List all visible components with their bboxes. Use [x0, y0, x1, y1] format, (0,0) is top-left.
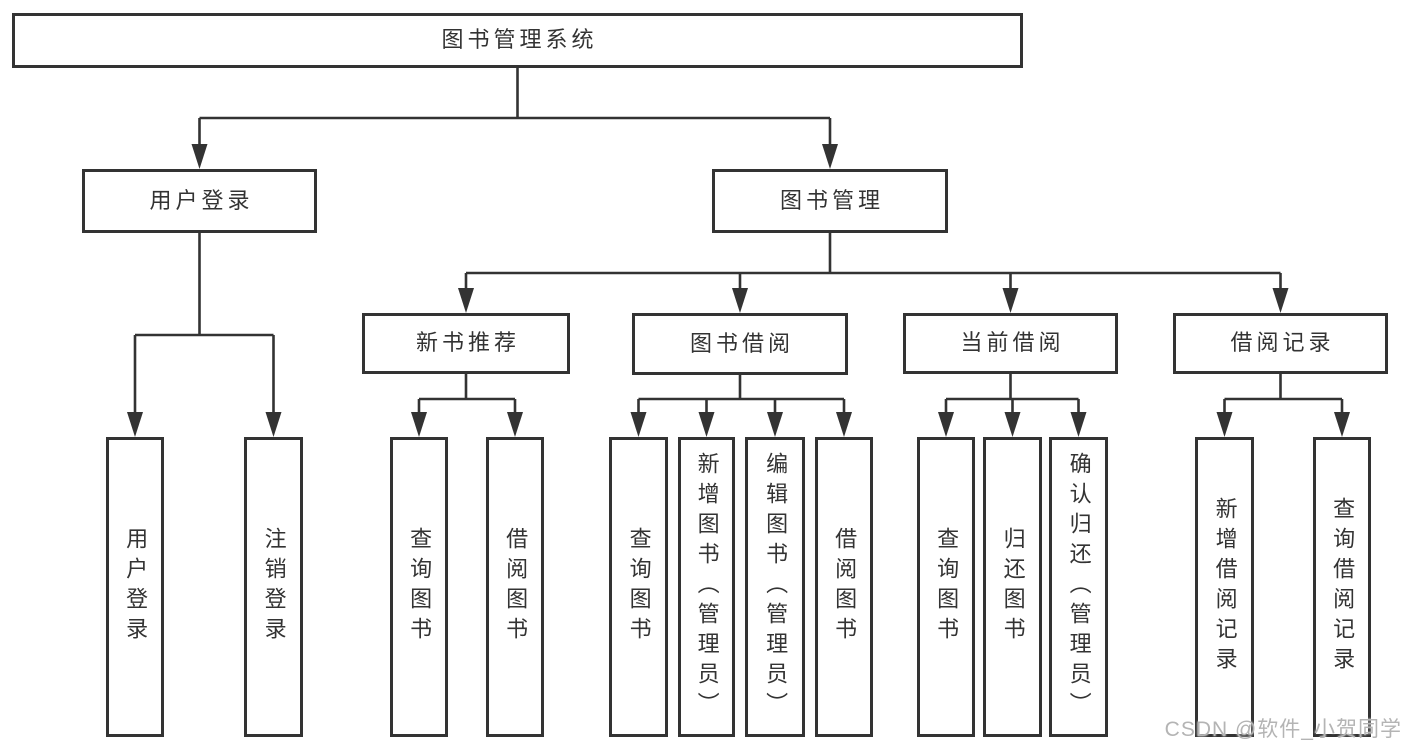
arrowhead-icon [265, 412, 282, 437]
node-label: 图书管理系统 [441, 27, 598, 53]
node-leaf-query-record: 查询借阅记录 [1313, 437, 1371, 737]
node-label: 确认归还（管理员） [1066, 452, 1092, 722]
arrowhead-icon [767, 412, 783, 437]
tree-connector-path [133, 68, 1344, 415]
node-leaf-logout: 注销登录 [244, 437, 303, 737]
node-label: 查询图书 [626, 527, 652, 647]
node-leaf-query-book-2: 查询图书 [609, 437, 668, 737]
node-book-mgmt: 图书管理 [712, 169, 948, 233]
watermark: CSDN @软件_小贺同学 [1164, 718, 1402, 741]
arrowhead-icon [1216, 412, 1233, 437]
node-label: 新书推荐 [415, 330, 520, 356]
node-leaf-query-book-1: 查询图书 [390, 437, 448, 737]
arrowhead-icon [411, 412, 427, 437]
arrowhead-icon [1070, 412, 1087, 437]
arrowhead-icon [1334, 412, 1350, 437]
node-leaf-return-book: 归还图书 [983, 437, 1042, 737]
node-label: 注销登录 [261, 527, 287, 647]
arrowhead-icon [1272, 288, 1289, 313]
arrowhead-icon [630, 412, 647, 437]
node-leaf-add-book: 新增图书（管理员） [678, 437, 735, 737]
node-label: 借阅图书 [503, 527, 529, 647]
arrowhead-icon [458, 288, 474, 313]
node-leaf-edit-book: 编辑图书（管理员） [745, 437, 805, 737]
node-label: 查询图书 [407, 527, 433, 647]
node-book-borrow: 图书借阅 [632, 313, 848, 375]
node-label: 查询借阅记录 [1330, 497, 1356, 677]
node-label: 借阅图书 [832, 527, 858, 647]
node-label: 当前借阅 [960, 330, 1065, 356]
arrowhead-icon [732, 288, 748, 313]
arrowhead-icon [507, 412, 523, 437]
arrowhead-icon [822, 144, 838, 169]
node-label: 新增图书（管理员） [694, 452, 720, 722]
node-leaf-borrow-book-2: 借阅图书 [815, 437, 873, 737]
node-user-login: 用户登录 [82, 169, 317, 233]
node-leaf-borrow-book-1: 借阅图书 [486, 437, 544, 737]
node-current-borrow: 当前借阅 [903, 313, 1118, 374]
arrowhead-icon [191, 144, 208, 169]
node-leaf-add-record: 新增借阅记录 [1195, 437, 1254, 737]
node-label: 借阅记录 [1230, 330, 1335, 356]
node-borrow-records: 借阅记录 [1173, 313, 1388, 374]
node-new-book-rec: 新书推荐 [362, 313, 570, 374]
node-leaf-confirm-return: 确认归还（管理员） [1049, 437, 1108, 737]
arrowhead-icon [938, 412, 954, 437]
arrowhead-icon [1004, 412, 1021, 437]
arrowhead-icon [698, 412, 715, 437]
arrowhead-icon [127, 412, 143, 437]
node-label: 用户登录 [149, 187, 254, 213]
node-label: 编辑图书（管理员） [763, 452, 789, 722]
arrowhead-icon [1002, 288, 1019, 313]
arrowhead-icon [836, 412, 852, 437]
node-leaf-query-book-3: 查询图书 [917, 437, 975, 737]
node-label: 图书管理 [779, 187, 884, 213]
node-label: 新增借阅记录 [1212, 497, 1238, 677]
node-label: 查询图书 [934, 527, 960, 647]
node-label: 归还图书 [1000, 527, 1026, 647]
node-root: 图书管理系统 [12, 13, 1023, 68]
node-leaf-user-login: 用户登录 [106, 437, 164, 737]
node-label: 用户登录 [123, 527, 149, 647]
node-label: 图书借阅 [689, 330, 794, 356]
